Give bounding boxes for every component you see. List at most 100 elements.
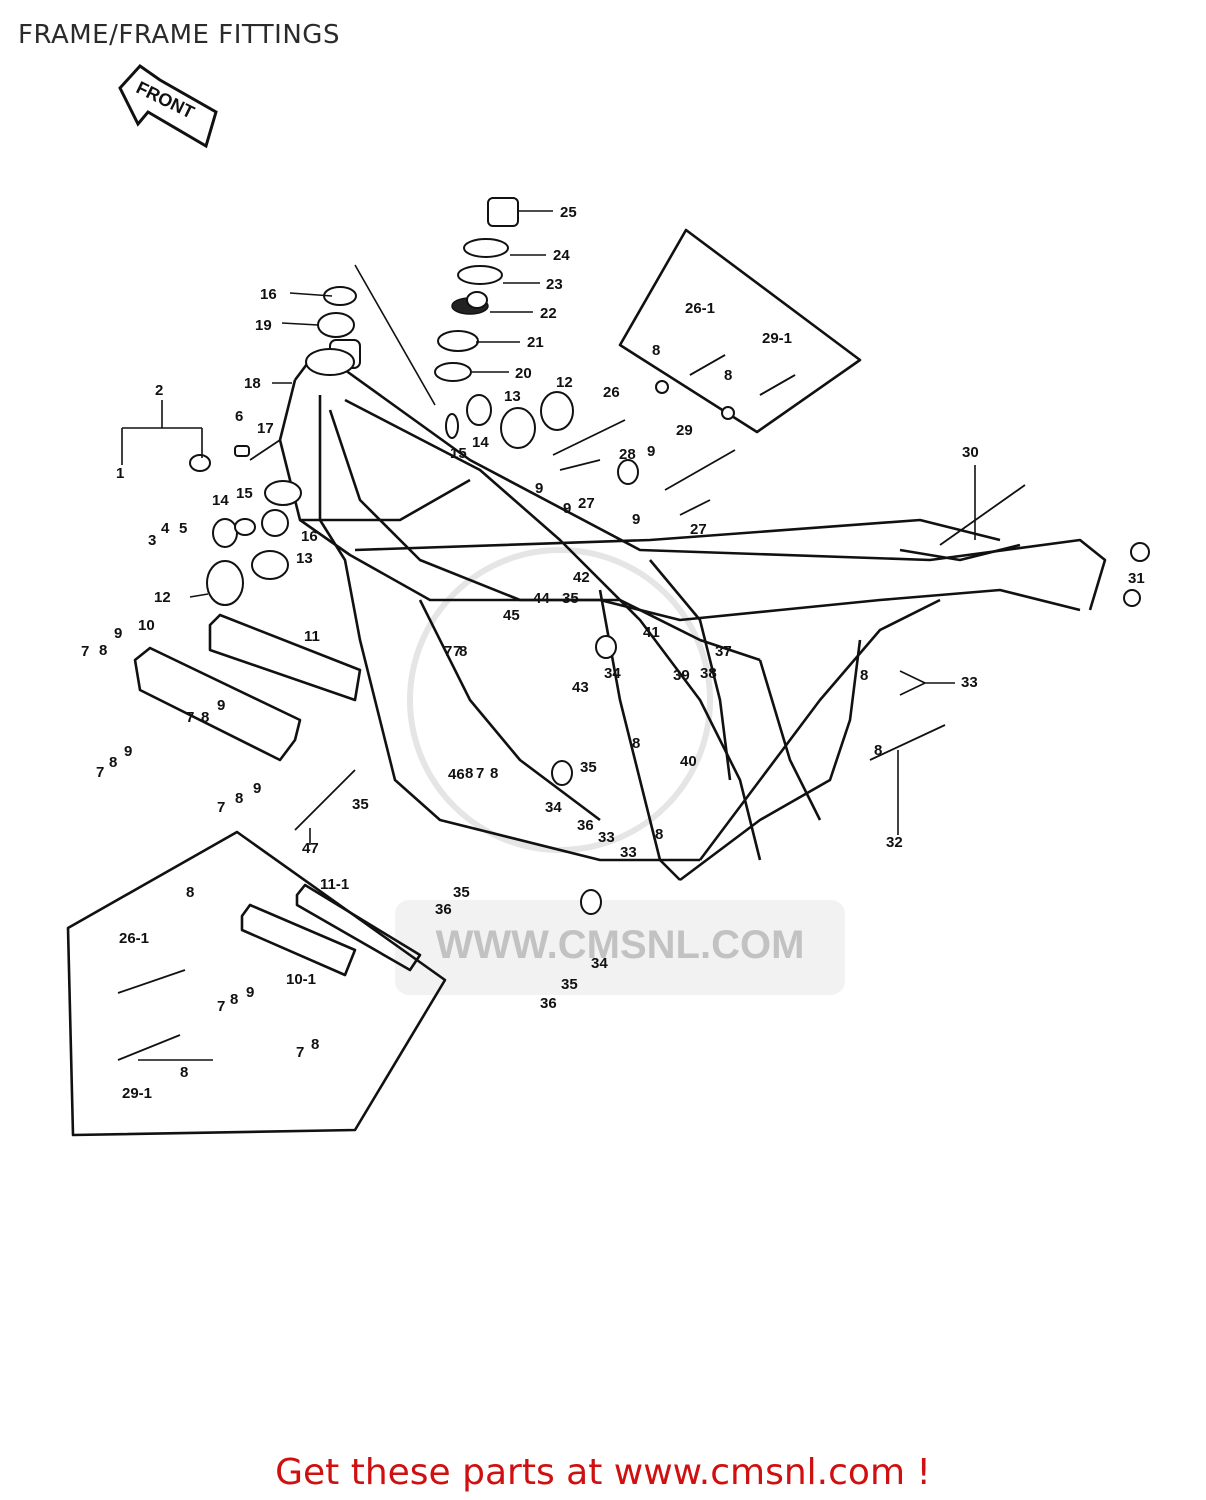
callout-33: 33 (598, 829, 615, 846)
callout-13: 13 (296, 550, 313, 567)
callout-35: 35 (453, 884, 470, 901)
main-frame (249, 339, 1107, 882)
callout-36: 36 (577, 817, 594, 834)
watermark-text: WWW.CMSNL.COM (436, 923, 805, 967)
callout-29: 29 (676, 422, 693, 439)
callout-4: 4 (161, 520, 170, 537)
leader-lines (121, 210, 976, 1061)
callout-23: 23 (546, 276, 563, 293)
callout-9: 9 (647, 443, 655, 460)
callout-7: 7 (81, 643, 89, 660)
bolts (294, 354, 1150, 915)
callout-9: 9 (246, 984, 254, 1001)
callout-labels: 1 2 3 4 5 6 7 7 7 7 7 7 7 7 7 8 8 8 8 8 … (81, 204, 1145, 1102)
front-bracket (133, 613, 362, 762)
callout-3: 3 (148, 532, 156, 549)
front-fittings (189, 445, 302, 606)
callout-34: 34 (591, 955, 608, 972)
callout-26-1: 26-1 (119, 930, 149, 947)
page-title: FRAME/FRAME FITTINGS (18, 20, 340, 50)
callout-9: 9 (253, 780, 261, 797)
callout-8: 8 (459, 643, 467, 660)
callout-7: 7 (296, 1044, 304, 1061)
callout-7: 7 (444, 643, 452, 660)
callout-18: 18 (244, 375, 261, 392)
callout-10-1: 10-1 (286, 971, 316, 988)
callout-8: 8 (860, 667, 868, 684)
footer-shop-link[interactable]: Get these parts at www.cmsnl.com ! (275, 1452, 931, 1493)
callout-37: 37 (715, 643, 732, 660)
callout-8: 8 (652, 342, 660, 359)
callout-9: 9 (124, 743, 132, 760)
callout-29-1: 29-1 (122, 1085, 152, 1102)
callout-17: 17 (257, 420, 274, 437)
callout-28: 28 (619, 446, 636, 463)
callout-9: 9 (217, 697, 225, 714)
callout-34: 34 (545, 799, 562, 816)
callout-43: 43 (572, 679, 589, 696)
callout-33: 33 (961, 674, 978, 691)
callout-29-1: 29-1 (762, 330, 792, 347)
callout-5: 5 (179, 520, 187, 537)
callout-45: 45 (503, 607, 520, 624)
callout-20: 20 (515, 365, 532, 382)
callout-35: 35 (562, 590, 579, 607)
callout-8: 8 (874, 742, 882, 759)
callout-8: 8 (201, 709, 209, 726)
callout-14: 14 (212, 492, 229, 509)
callout-38: 38 (700, 665, 717, 682)
callout-32: 32 (886, 834, 903, 851)
callout-25: 25 (560, 204, 577, 221)
steering-stack (317, 197, 574, 449)
callout-27: 27 (690, 521, 707, 538)
callout-7: 7 (186, 709, 194, 726)
callout-33: 33 (620, 844, 637, 861)
callout-8: 8 (186, 884, 194, 901)
callout-27: 27 (578, 495, 595, 512)
callout-41: 41 (643, 624, 660, 641)
callout-16: 16 (260, 286, 277, 303)
callout-44: 44 (533, 590, 550, 607)
callout-8: 8 (490, 765, 498, 782)
callout-8: 8 (180, 1064, 188, 1081)
callout-9: 9 (632, 511, 640, 528)
callout-7: 7 (217, 799, 225, 816)
callout-7: 7 (217, 998, 225, 1015)
callout-7: 7 (453, 643, 461, 660)
callout-34: 34 (604, 665, 621, 682)
callout-15: 15 (450, 445, 467, 462)
callout-24: 24 (553, 247, 570, 264)
watermark: WWW.CMSNL.COM (395, 547, 845, 995)
callout-8: 8 (465, 765, 473, 782)
callout-12: 12 (556, 374, 573, 391)
callout-26: 26 (603, 384, 620, 401)
callout-26-1: 26-1 (685, 300, 715, 317)
callout-10: 10 (138, 617, 155, 634)
callout-2: 2 (155, 382, 163, 399)
callout-19: 19 (255, 317, 272, 334)
callout-7: 7 (96, 764, 104, 781)
callout-8: 8 (311, 1036, 319, 1053)
callout-8: 8 (230, 991, 238, 1008)
callout-47: 47 (302, 840, 319, 857)
callout-16: 16 (301, 528, 318, 545)
callout-13: 13 (504, 388, 521, 405)
callout-15: 15 (236, 485, 253, 502)
callout-30: 30 (962, 444, 979, 461)
callout-8: 8 (235, 790, 243, 807)
callout-14: 14 (472, 434, 489, 451)
callout-8: 8 (99, 642, 107, 659)
callout-12: 12 (154, 589, 171, 606)
callout-9: 9 (114, 625, 122, 642)
inset-top-right (618, 228, 862, 434)
callout-8: 8 (632, 735, 640, 752)
callout-35: 35 (580, 759, 597, 776)
front-arrow: FRONT (118, 64, 218, 149)
callout-40: 40 (680, 753, 697, 770)
callout-8: 8 (724, 367, 732, 384)
callout-42: 42 (573, 569, 590, 586)
callout-46: 46 (448, 766, 465, 783)
callout-9: 9 (535, 480, 543, 497)
callout-8: 8 (109, 754, 117, 771)
